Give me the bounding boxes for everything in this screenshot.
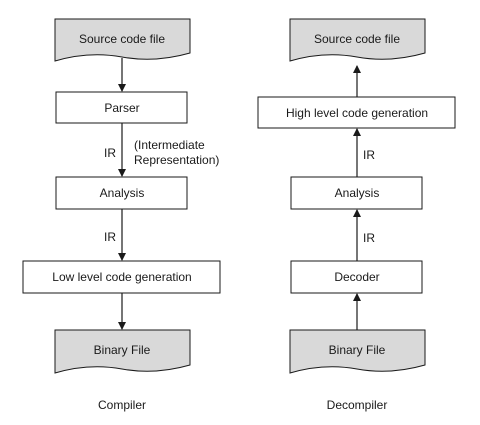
- decompiler-analysis-box: [290, 176, 423, 210]
- decompiler-source-label: Source code file: [313, 32, 401, 46]
- compiler-lowlevel-label: Low level code generation: [52, 270, 192, 284]
- compiler-analysis-box: [55, 176, 188, 210]
- decompiler-analysis-label: Analysis: [334, 186, 380, 200]
- compiler-parser-label: Parser: [104, 101, 140, 115]
- compiler-binary-label: Binary File: [93, 343, 151, 357]
- compiler-ir-label-1: IR: [104, 146, 116, 160]
- decompiler-decoder-box: [290, 260, 423, 294]
- decompiler-binary-document: [289, 329, 426, 374]
- compiler-ir-label-2: IR: [104, 230, 116, 244]
- decompiler-ir-label-2: IR: [363, 231, 375, 245]
- compiler-caption: Compiler: [97, 398, 147, 412]
- decompiler-binary-label: Binary File: [328, 343, 386, 357]
- compiler-ir-note-line1: (Intermediate: [134, 138, 205, 152]
- compiler-source-document: [54, 18, 191, 62]
- compiler-analysis-label: Analysis: [99, 186, 145, 200]
- decompiler-ir-label-1: IR: [363, 148, 375, 162]
- compiler-ir-note-line2: Representation): [134, 153, 220, 167]
- decompiler-source-document: [289, 18, 426, 62]
- decompiler-decoder-label: Decoder: [334, 270, 380, 284]
- compiler-source-label: Source code file: [78, 32, 166, 46]
- decompiler-highlevel-label: High level code generation: [285, 106, 429, 120]
- compiler-lowlevel-box: [22, 260, 221, 294]
- decompiler-caption: Decompiler: [326, 398, 388, 412]
- compiler-parser-box: [55, 91, 188, 124]
- compiler-binary-document: [54, 329, 191, 374]
